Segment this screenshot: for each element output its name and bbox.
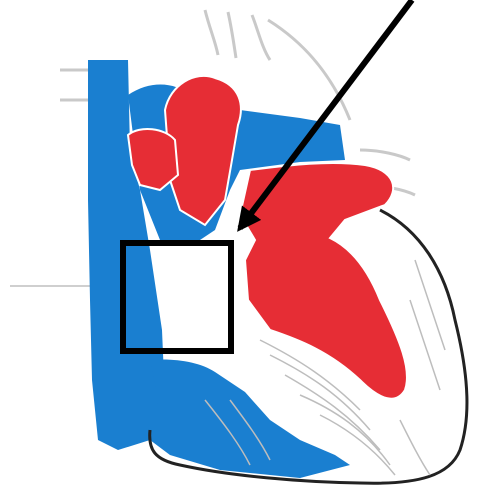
septal-defect	[172, 245, 186, 332]
septal-defect-branch	[195, 283, 222, 288]
right-ventricle	[150, 360, 350, 479]
